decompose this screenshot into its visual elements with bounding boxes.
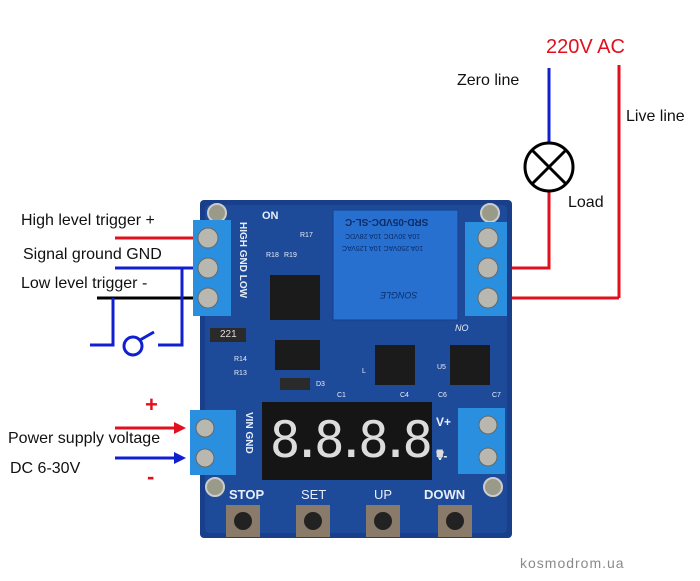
high-trigger-label: High level trigger + [21,212,155,229]
button-down-label: DOWN [424,487,466,502]
plus-label: + [145,392,158,417]
mount-hole [483,477,503,497]
output-terminal-block [458,408,505,474]
live-line-label: Live line [626,108,685,125]
out-minus-label: V- [436,449,448,463]
lamp-icon [523,141,575,193]
button-up [366,505,400,537]
ac-supply-label: 220V AC [546,36,625,58]
minus-label: - [147,464,155,489]
component-label: R13 [234,370,247,377]
component-label: R17 [300,232,313,239]
mosfet-chip [450,345,490,385]
signal-gnd-label: Signal ground GND [23,246,162,263]
relay-brand-label: SONGLE [380,290,418,300]
component-label: C4 [400,392,409,399]
led-display [262,402,432,480]
button-down [438,505,472,537]
component-label: R14 [234,356,247,363]
out-plus-label: V+ [436,415,452,429]
button-stop-label: STOP [229,487,265,502]
mount-hole [480,203,500,223]
dc-range-label: DC 6-30V [10,460,81,477]
minus-arrow-icon [115,452,186,464]
relay-board [190,200,512,538]
component-label: U5 [437,364,446,371]
relay-terminal-block [465,222,507,316]
load-label: Load [568,194,604,211]
mount-hole [205,477,225,497]
relay-spec1-label: 10A 30VDC 10A 28VDC [345,232,421,239]
component-label: R19 [284,252,297,259]
button-up-label: UP [374,487,393,502]
component-label: C7 [492,392,501,399]
relay [332,209,459,321]
zero-line-label: Zero line [457,72,520,89]
button-set [296,505,330,537]
ic-chip [275,340,320,370]
component-label: R18 [266,252,279,259]
button-set-label: SET [301,487,327,502]
optocoupler-chip [270,275,320,320]
component-label: L [362,368,366,375]
on-label: ON [262,210,279,222]
component-label: C1 [337,392,346,399]
trigger-terminals-label: HIGH GND LOW [237,222,248,299]
relay-spec2-label: 10A 250VAC 10A 125VAC [342,244,424,251]
mount-hole [207,203,227,223]
power-supply-label: Power supply voltage [8,430,161,447]
component-label: C6 [438,392,447,399]
watermark: kosmodrom.ua [520,555,625,571]
nc-label: NO [455,323,469,333]
low-trigger-label: Low level trigger - [21,275,148,292]
power-terminals-label: VIN GND [243,412,254,454]
plus-arrow-icon [115,422,186,434]
switch-icon [122,330,155,357]
component-label: D3 [316,381,325,388]
resistor [210,328,246,342]
switch-wire-left [90,298,115,347]
trigger-terminal-block [193,220,231,316]
power-terminal-block [190,410,236,475]
resistor-label: 221 [220,329,237,340]
switch-wire-right [158,268,184,347]
mosfet-chip [375,345,415,385]
relay-model-label: SRD-05VDC-SL-C [345,216,429,227]
button-stop [226,505,260,537]
load-wire [500,192,551,270]
display-digits: 8.8.8.8. [270,411,455,469]
diode [280,378,310,390]
